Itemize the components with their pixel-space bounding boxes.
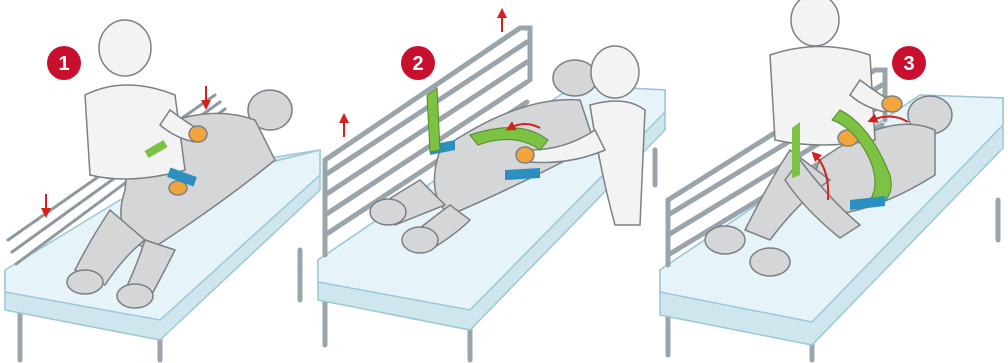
- step-badge-3: 3: [892, 46, 926, 80]
- step-badge-1: 1: [47, 46, 81, 80]
- panel-step-2: 2: [318, 13, 665, 360]
- step-number: 1: [58, 53, 69, 75]
- step-badge-2: 2: [401, 46, 435, 80]
- panel-step-3: 3: [660, 0, 1003, 360]
- step-number: 2: [412, 53, 423, 75]
- step-number: 3: [903, 53, 914, 75]
- panel-step-1: 1: [5, 20, 344, 360]
